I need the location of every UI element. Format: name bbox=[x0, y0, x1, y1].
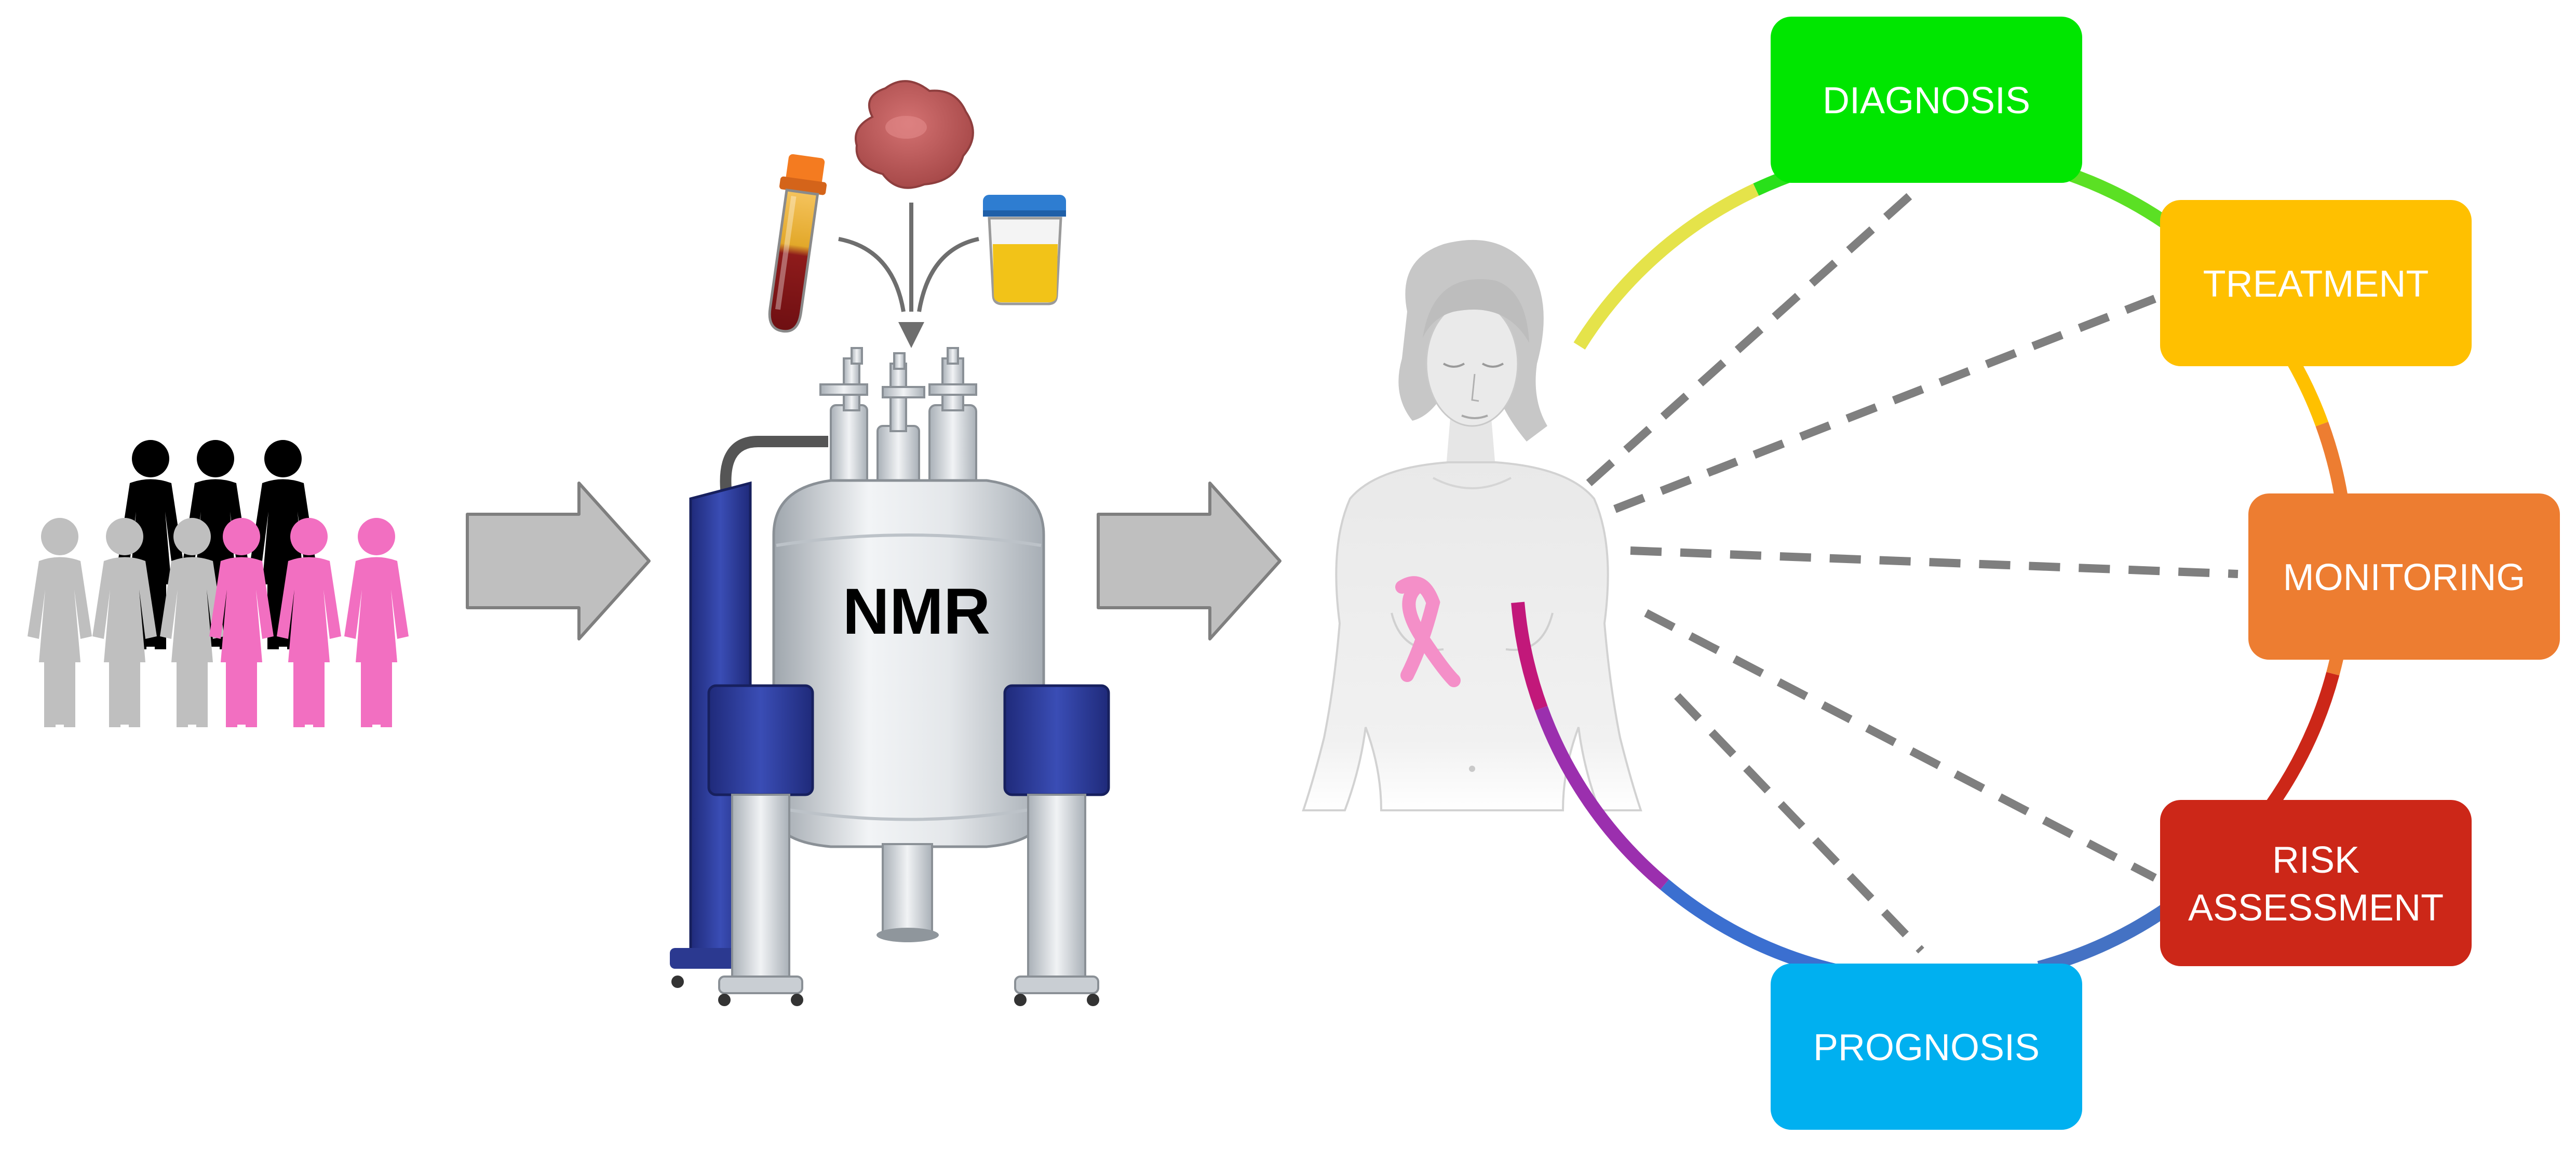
ring-segment bbox=[1511, 602, 1548, 711]
population-icon bbox=[28, 440, 409, 727]
outcome-box-monitoring: MONITORING bbox=[2248, 493, 2560, 660]
outcome-label: RISK bbox=[2272, 839, 2359, 881]
outcome-box-bg bbox=[2160, 800, 2472, 966]
dashed-connector bbox=[1613, 295, 2156, 513]
female-patient-icon bbox=[1302, 239, 1642, 811]
outcome-label: PROGNOSIS bbox=[1813, 1027, 2040, 1068]
sample-merge-arrow bbox=[838, 203, 979, 348]
outcome-label: ASSESSMENT bbox=[2188, 887, 2444, 929]
outcome-box-bg bbox=[2248, 493, 2560, 660]
pink-ribbon-icon bbox=[1395, 576, 1461, 687]
outcome-box-bg bbox=[1771, 17, 2082, 183]
outcome-box-diagnosis: DIAGNOSIS bbox=[1771, 17, 2082, 183]
outcome-box-bg bbox=[1771, 964, 2082, 1130]
person-gray bbox=[160, 518, 224, 727]
person-pink bbox=[209, 518, 274, 727]
outcome-box-bg bbox=[2160, 200, 2472, 366]
person-pink bbox=[277, 518, 341, 727]
dashed-connector bbox=[1586, 192, 1914, 486]
person-gray bbox=[92, 518, 157, 727]
dashed-connector bbox=[1630, 546, 2238, 578]
outcome-boxes: DIAGNOSIS TREATMENT MONITORING RISK ASSESSME… bbox=[1771, 17, 2560, 1130]
person-pink bbox=[344, 518, 409, 727]
tissue-sample-icon bbox=[855, 80, 974, 189]
dashed-connector bbox=[1674, 693, 1924, 954]
outcome-label: DIAGNOSIS bbox=[1823, 80, 2030, 122]
outcome-box-treatment: TREATMENT bbox=[2160, 200, 2472, 366]
ring-segment bbox=[1573, 183, 1759, 350]
outcome-box-prognosis: PROGNOSIS bbox=[1771, 964, 2082, 1130]
urine-cup-icon bbox=[983, 195, 1066, 305]
person-gray bbox=[28, 518, 92, 727]
arrow-nmr-to-patient bbox=[1097, 482, 1282, 640]
nmr-spectrometer-icon: NMR bbox=[670, 347, 1110, 1006]
arrow-population-to-nmr bbox=[466, 482, 651, 640]
blood-tube-icon bbox=[768, 154, 827, 333]
ring-segment bbox=[1660, 879, 1861, 982]
ring-segment bbox=[1535, 706, 1669, 890]
outcome-label: TREATMENT bbox=[2203, 263, 2429, 305]
outcome-box-risk-assessment: RISK ASSESSMENT bbox=[2160, 800, 2472, 966]
dashed-connector bbox=[1644, 609, 2157, 882]
dashed-connectors bbox=[1586, 192, 2238, 954]
nmr-label: NMR bbox=[843, 576, 991, 648]
outcome-label: MONITORING bbox=[2283, 557, 2526, 598]
